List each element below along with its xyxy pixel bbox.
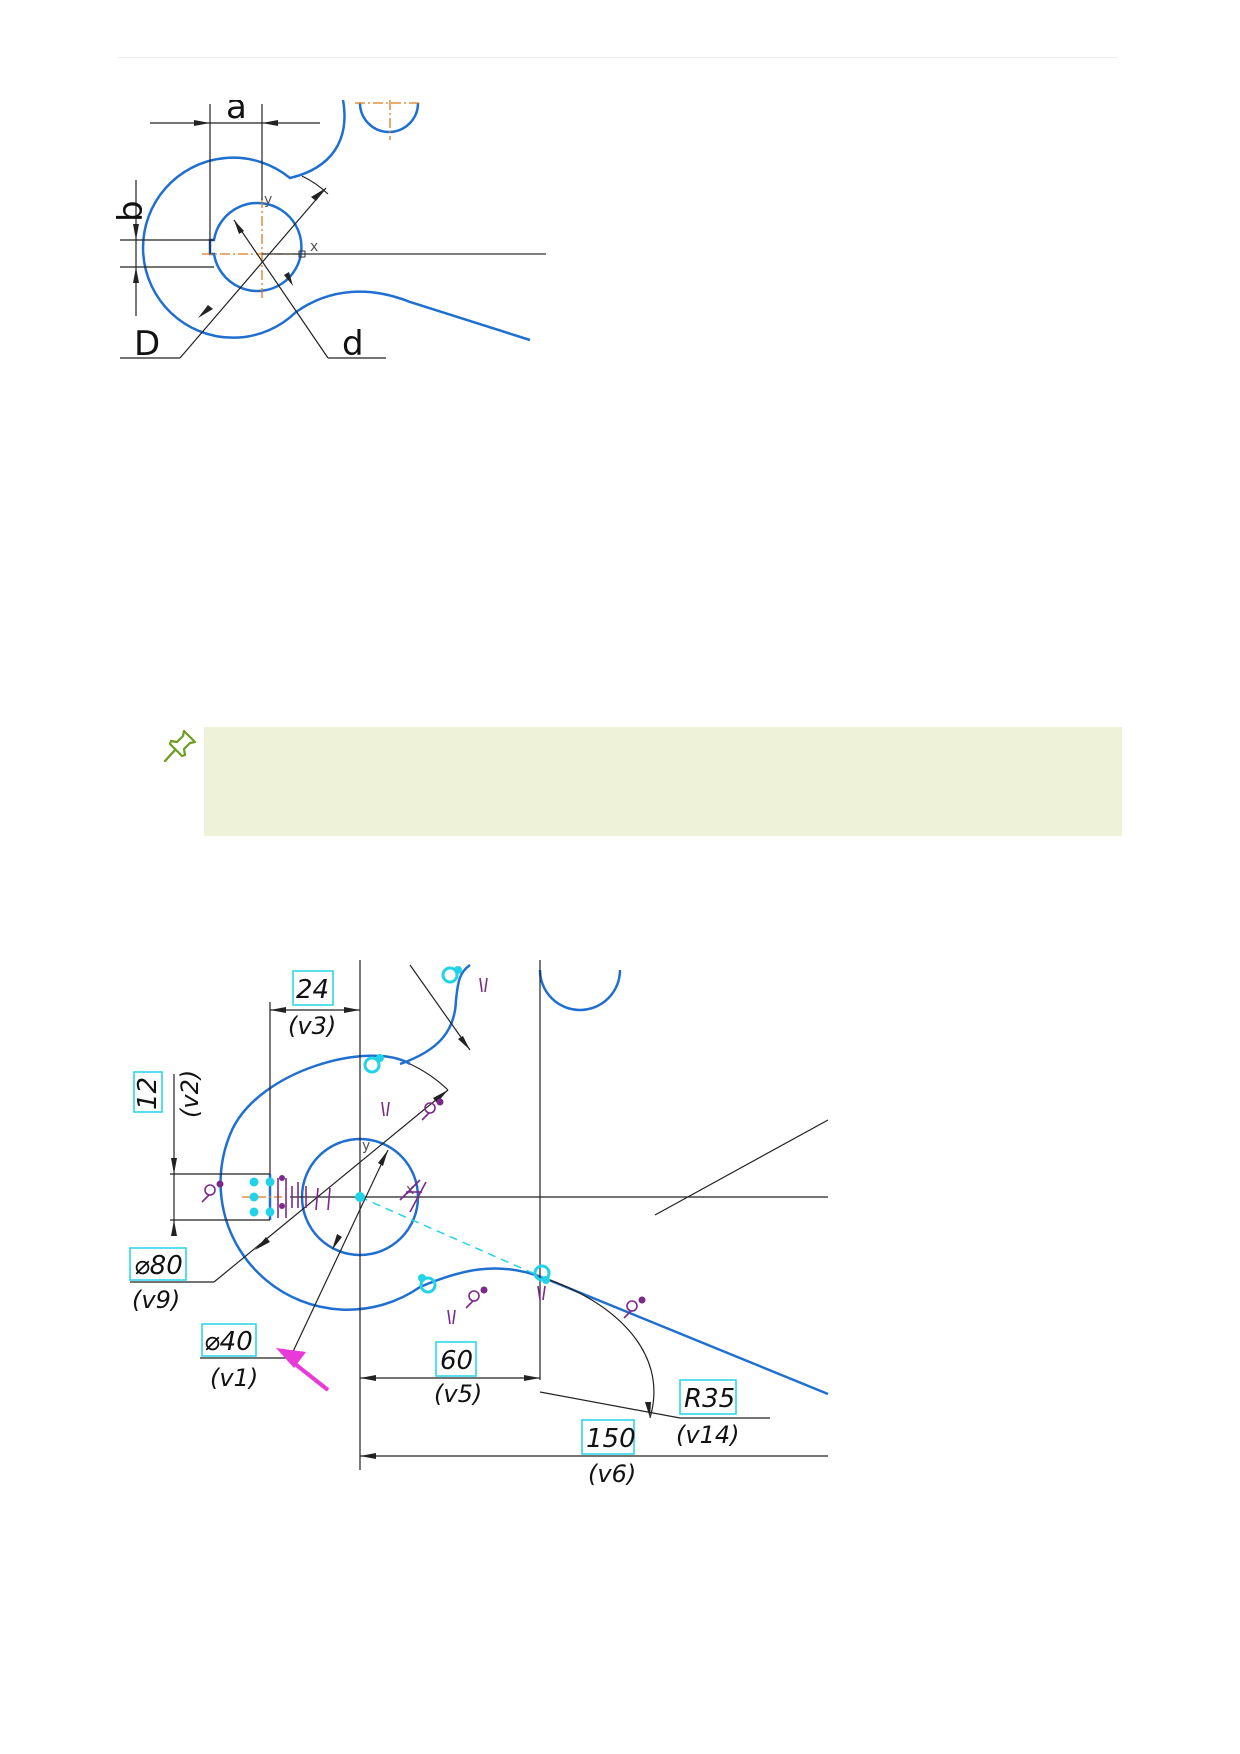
outer-contour [219, 1054, 829, 1396]
x-axis-label: x [310, 239, 318, 255]
dim-label-d: d [342, 324, 364, 364]
dim-value-60: 60 [440, 1346, 473, 1376]
dim-value-12: 12 [133, 1077, 163, 1110]
upper-arc-contour [399, 963, 471, 1066]
highlight-arrow-icon [276, 1348, 330, 1392]
dim-value-d40: ⌀40 [204, 1327, 253, 1357]
dim-var-v5: (v5) [434, 1380, 482, 1408]
dim-var-v1: (v1) [210, 1364, 258, 1392]
selection-points [249, 966, 551, 1294]
top-rule [118, 57, 1118, 58]
y-axis-label: y [362, 1138, 370, 1154]
inner-bore-with-keyway [208, 201, 303, 293]
note-box [204, 727, 1122, 836]
sketch-diagram-2: x y 24 (v3) 12 (v2) ⌀80 (v9) ⌀40 (v1) [129, 960, 829, 1488]
dim-value-d80: ⌀80 [134, 1251, 183, 1281]
dim-var-v6: (v6) [588, 1460, 636, 1488]
upper-arc [358, 102, 420, 134]
dim-label-a: a [226, 100, 247, 127]
y-axis-label: y [264, 192, 272, 208]
dim-var-v2: (v2) [176, 1070, 204, 1118]
dim-value-150: 150 [586, 1424, 636, 1454]
pushpin-icon [162, 728, 198, 764]
outer-contour [141, 100, 531, 342]
top-right-arc [538, 969, 622, 1012]
dim-var-v3: (v3) [288, 1012, 336, 1040]
dim-value-r35: R35 [684, 1384, 735, 1414]
centerlines [202, 100, 422, 300]
dim-label-D: D [134, 324, 160, 364]
dim-var-v14: (v14) [676, 1421, 739, 1449]
dim-var-v9: (v9) [132, 1286, 180, 1314]
sketch-diagram-1: x y a b D d [111, 100, 546, 364]
constraint-markers [201, 977, 638, 1325]
dim-label-b: b [111, 200, 151, 222]
dim-value-24: 24 [296, 975, 329, 1005]
